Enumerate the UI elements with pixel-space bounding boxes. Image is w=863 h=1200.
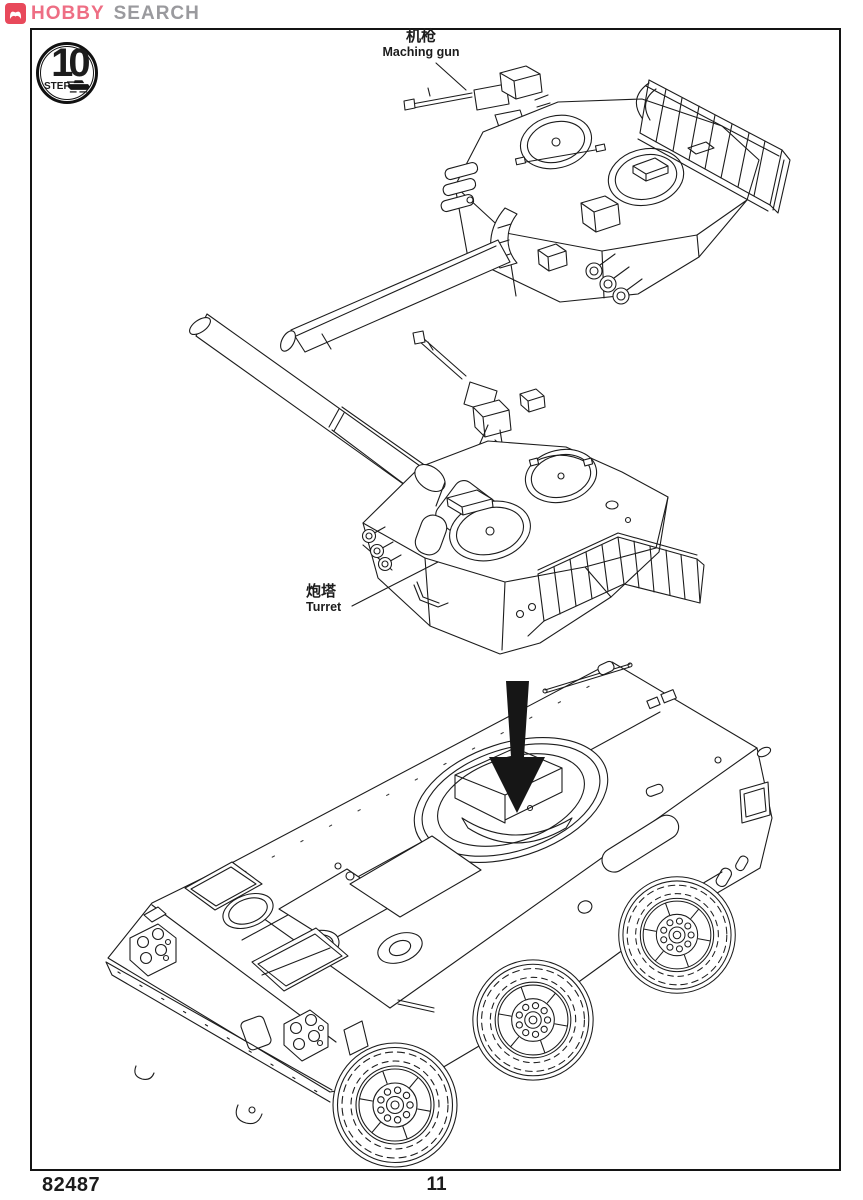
machine-gun-label-en: Maching gun xyxy=(382,45,460,60)
headlight-cluster-front xyxy=(283,1009,329,1062)
trim-vane xyxy=(105,961,333,1103)
machine-gun-callout: 机枪 Maching gun xyxy=(366,27,476,60)
driver-hatch xyxy=(184,861,263,911)
assembled-stowage-basket xyxy=(527,532,705,637)
step-label: STEP xyxy=(44,81,71,92)
machine-gun-part-drawing xyxy=(403,65,551,149)
down-arrow-icon xyxy=(489,681,545,813)
wheel-middle xyxy=(472,959,594,1081)
sight-box xyxy=(580,195,621,233)
tank-silhouette-icon xyxy=(66,79,91,93)
turret-label-zh: 炮塔 xyxy=(306,582,337,600)
wheel-front xyxy=(332,1042,458,1168)
machine-gun-label-zh: 机枪 xyxy=(405,27,436,45)
kit-number: 82487 xyxy=(42,1174,101,1196)
rear-access-panel xyxy=(739,781,771,824)
periscope xyxy=(687,141,715,155)
smoke-launchers-left xyxy=(440,162,479,213)
hobby-search-watermark: HOBBY SEARCH xyxy=(5,3,200,24)
mirror-plate xyxy=(240,1015,272,1051)
sheet-border xyxy=(30,28,841,1171)
step-10-badge: 10 STEP xyxy=(36,42,98,104)
assembled-hatch-right xyxy=(524,448,598,504)
assembled-hatch-left xyxy=(446,489,531,562)
stowage-basket xyxy=(635,79,791,214)
exhaust-muffler xyxy=(601,814,680,873)
leader-line-machine-gun xyxy=(435,62,467,91)
smoke-launchers-front xyxy=(585,253,643,305)
step-number: 10 xyxy=(51,41,90,85)
turret-hatch-right xyxy=(607,147,685,207)
wheel-rear xyxy=(618,876,736,994)
assembled-smoke-launchers xyxy=(361,526,402,572)
hull-drawing xyxy=(105,660,773,1168)
roof-machine-gun xyxy=(412,330,546,463)
turret-hatch-left xyxy=(514,114,607,170)
brand-primary-text: HOBBY xyxy=(31,3,105,24)
turret-label-en: Turret xyxy=(306,600,342,615)
page-number: 11 xyxy=(426,1174,447,1195)
hobby-search-flame-icon xyxy=(5,3,26,24)
leader-line-turret xyxy=(351,561,439,607)
turret-callout: 炮塔 Turret xyxy=(306,582,342,615)
turret-exploded-drawing xyxy=(280,62,791,353)
main-gun-barrel xyxy=(280,207,518,353)
brand-secondary-text: SEARCH xyxy=(113,3,200,24)
headlight-cluster-left xyxy=(129,906,177,977)
turret-assembled-drawing xyxy=(189,313,705,655)
